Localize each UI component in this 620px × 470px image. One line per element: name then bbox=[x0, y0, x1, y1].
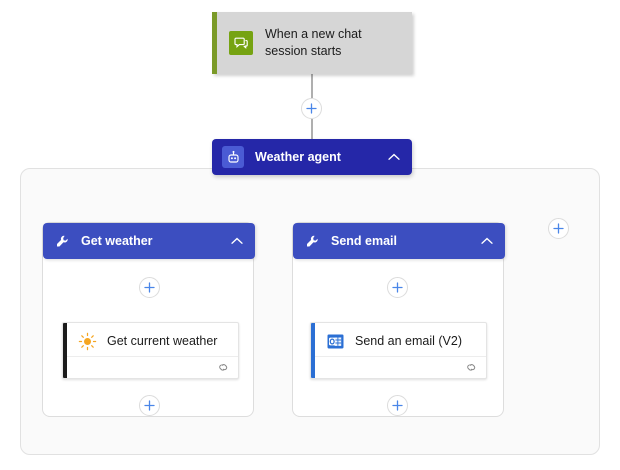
chevron-up-icon[interactable] bbox=[388, 153, 400, 161]
action-card-get-current-weather[interactable]: Get current weather bbox=[62, 322, 239, 379]
trigger-label: When a new chat session starts bbox=[265, 27, 362, 58]
chat-bubble-icon bbox=[229, 31, 253, 55]
action-label: Send an email (V2) bbox=[355, 334, 463, 348]
action-card-footer bbox=[67, 356, 238, 378]
link-icon[interactable] bbox=[465, 362, 478, 373]
robot-icon bbox=[222, 146, 244, 168]
action-card-send-an-email[interactable]: Send an email (V2) bbox=[310, 322, 487, 379]
add-step-above-send-an-email[interactable] bbox=[387, 277, 408, 298]
add-step-below-send-an-email[interactable] bbox=[387, 395, 408, 416]
outlook-icon bbox=[326, 332, 345, 351]
chevron-up-icon[interactable] bbox=[481, 237, 493, 245]
chevron-up-icon[interactable] bbox=[231, 237, 243, 245]
plus-icon bbox=[392, 282, 403, 293]
tool-header-send-email[interactable]: Send email bbox=[293, 223, 505, 259]
tool-container-get-weather: Get weather bbox=[42, 222, 255, 417]
action-label: Get current weather bbox=[107, 334, 218, 348]
trigger-card[interactable]: When a new chat session starts bbox=[212, 12, 412, 74]
add-step-below-get-current-weather[interactable] bbox=[139, 395, 160, 416]
add-step-after-trigger[interactable] bbox=[301, 98, 322, 119]
action-accent-bar bbox=[63, 323, 67, 378]
tool-label: Get weather bbox=[81, 234, 153, 248]
plus-icon bbox=[392, 400, 403, 411]
add-step-above-get-current-weather[interactable] bbox=[139, 277, 160, 298]
wrench-icon bbox=[55, 234, 70, 249]
plus-icon bbox=[144, 282, 155, 293]
tool-header-get-weather[interactable]: Get weather bbox=[43, 223, 255, 259]
action-accent-bar bbox=[311, 323, 315, 378]
tool-label: Send email bbox=[331, 234, 397, 248]
plus-icon bbox=[144, 400, 155, 411]
wrench-icon bbox=[305, 234, 320, 249]
agent-label: Weather agent bbox=[255, 150, 341, 164]
sun-icon bbox=[78, 332, 97, 351]
trigger-accent-bar bbox=[212, 12, 217, 74]
plus-icon bbox=[306, 103, 317, 114]
action-card-footer bbox=[315, 356, 486, 378]
link-icon[interactable] bbox=[217, 362, 230, 373]
tool-container-send-email: Send email bbox=[292, 222, 505, 417]
add-tool-to-agent[interactable] bbox=[548, 218, 569, 239]
plus-icon bbox=[553, 223, 564, 234]
agent-node[interactable]: Weather agent bbox=[212, 139, 412, 175]
